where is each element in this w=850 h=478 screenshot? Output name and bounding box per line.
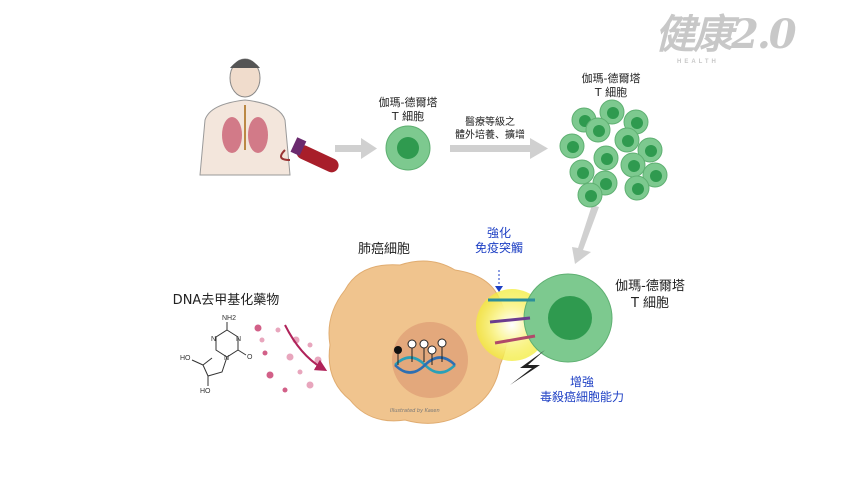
o-label: O [247, 354, 253, 361]
drug-particle [307, 342, 313, 348]
drug-particle [297, 369, 303, 375]
expanded-t-cells [559, 99, 668, 208]
process-arrows [335, 138, 599, 264]
n-label-2: N [236, 336, 241, 343]
logo-sub-text: HEALTH [677, 59, 719, 65]
drug-particle [275, 327, 281, 333]
t-cell-nucleus [632, 183, 644, 195]
drug-particle [306, 381, 314, 389]
t-cell-nucleus [593, 125, 605, 137]
drug-arrow-icon [284, 324, 328, 372]
t-cell-nucleus [585, 190, 597, 202]
drug-label: DNA去甲基化藥物 [172, 293, 280, 308]
nh2-label: NH2 [222, 315, 236, 322]
t-cell-nucleus [577, 167, 589, 179]
decitabine-molecule [191, 322, 247, 386]
t-cell-nucleus [628, 160, 640, 172]
cancer-cell-label: 肺癌細胞 [357, 242, 411, 257]
lung-cancer-cell [328, 260, 508, 424]
process-label: 醫療等級之體外培養、擴增 [455, 117, 525, 141]
t-cell-nucleus [600, 178, 612, 190]
t-cell-nucleus [607, 107, 619, 119]
drug-particle [282, 387, 288, 393]
drug-particle [259, 337, 265, 343]
effector-t-cell [523, 273, 613, 363]
drug-particle [266, 371, 274, 379]
illustration-credit: Illustrated by Kasen [390, 408, 440, 414]
drug-particle [314, 356, 322, 364]
receptor-icons [488, 298, 536, 345]
t-cell-nucleus [650, 170, 662, 182]
blood-tube-icon [280, 137, 339, 173]
drug-particle [262, 350, 268, 356]
drug-particles [254, 324, 322, 393]
drug-particle [254, 324, 262, 332]
killing-label: 增強毒殺癌細胞能力 [539, 375, 625, 404]
logo-main-text: 健康2.0 [655, 11, 797, 58]
drug-particle [286, 353, 294, 361]
n-label-3: N [224, 355, 229, 362]
ho-label-2: HO [200, 388, 211, 395]
t-cell-nucleus [645, 145, 657, 157]
n-label: N [211, 336, 216, 343]
t-cell-nucleus [601, 153, 613, 165]
dotted-arrow-head-icon [495, 286, 503, 292]
t-cell-nucleus [622, 135, 634, 147]
t-cell-nucleus [631, 117, 643, 129]
ho-label: HO [180, 355, 191, 362]
single-t-cell [385, 125, 431, 171]
synapse-label: 強化免疫突觸 [474, 226, 524, 255]
patient-illustration [199, 58, 291, 176]
t-cell-nucleus [567, 141, 579, 153]
lightning-icon [510, 350, 545, 385]
